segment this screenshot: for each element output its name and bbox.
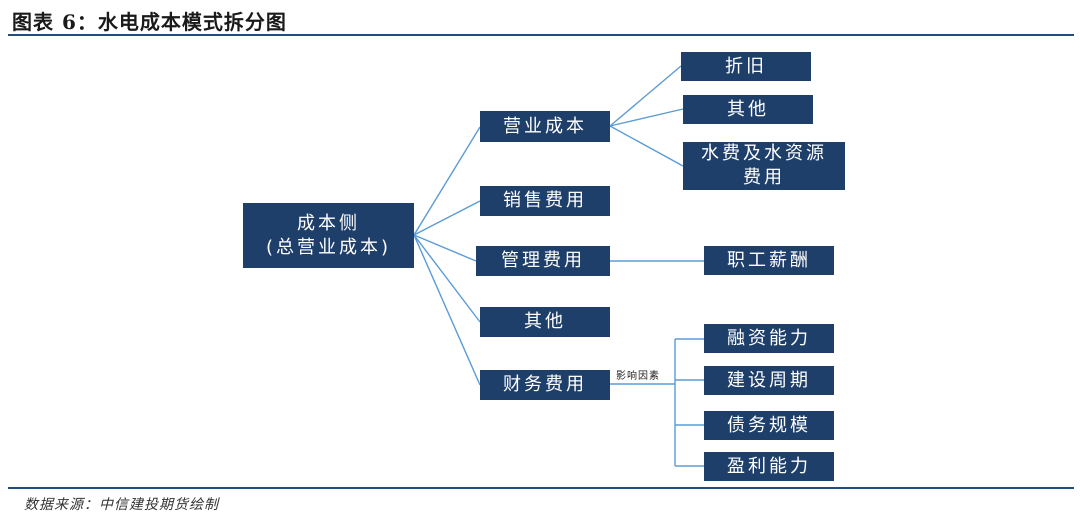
- node-root-line2: (总营业成本): [265, 236, 392, 258]
- source-note: 数据来源：中信建投期货绘制: [24, 497, 219, 513]
- finance-factors-label: 影响因素: [616, 371, 660, 382]
- node-financing-ability: 融资能力: [704, 324, 834, 353]
- node-debt-scale: 债务规模: [704, 411, 834, 440]
- node-water-fee: 水费及水资源 费用: [683, 142, 845, 190]
- node-depreciation: 折旧: [681, 52, 811, 81]
- node-management-expense: 管理费用: [476, 246, 610, 276]
- link-root-finance: [413, 234, 481, 386]
- node-operating-other: 其他: [683, 95, 813, 124]
- node-root: 成本侧 (总营业成本): [243, 203, 414, 268]
- figure-title: 图表 6：水电成本模式拆分图: [12, 10, 287, 34]
- link-operating-depreciation: [609, 65, 682, 127]
- node-other-expense: 其他: [480, 307, 610, 337]
- link-operating-other: [609, 108, 684, 127]
- node-operating-cost: 营业成本: [480, 111, 610, 142]
- node-profitability: 盈利能力: [704, 452, 834, 481]
- node-root-line1: 成本侧: [296, 212, 360, 234]
- bottom-divider: [8, 487, 1074, 489]
- link-root-operating: [413, 126, 481, 236]
- node-construction-period: 建设周期: [704, 366, 834, 395]
- link-root-sales: [413, 200, 481, 236]
- node-finance-expense: 财务费用: [480, 370, 610, 400]
- link-operating-waterfee: [609, 125, 684, 167]
- link-root-other: [413, 234, 481, 323]
- node-salary: 职工薪酬: [704, 246, 834, 275]
- link-root-management: [413, 234, 477, 262]
- node-sales-expense: 销售费用: [480, 186, 610, 216]
- top-divider: [8, 34, 1074, 36]
